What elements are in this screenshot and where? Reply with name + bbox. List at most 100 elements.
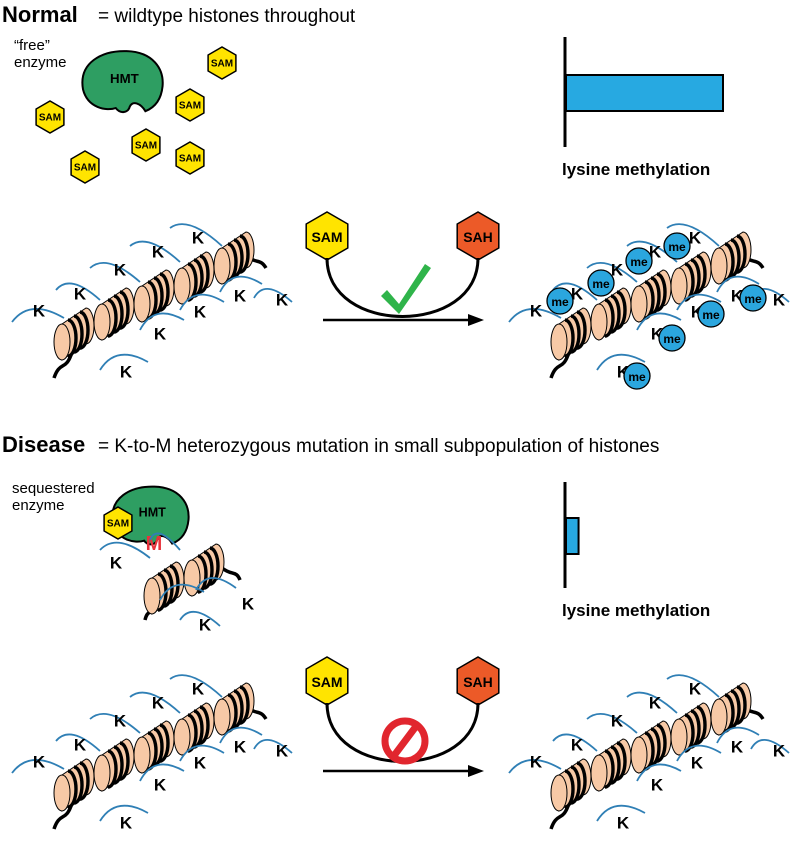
disease-methylation-bar: [563, 482, 580, 588]
disease-title: Disease: [2, 432, 86, 457]
normal-methylation-bar-fill: [565, 74, 724, 112]
reaction-arrow: [323, 765, 484, 777]
normal-methylation-bar: [563, 37, 724, 147]
lysine-label: K: [651, 776, 664, 795]
sah-product: SAH: [456, 211, 500, 261]
normal-enzyme-state: “free” enzyme: [14, 37, 67, 72]
sah-product: SAH: [456, 656, 500, 706]
svg-text:SAM: SAM: [135, 141, 157, 152]
lysine-label: K: [611, 261, 624, 280]
disease-bar-label: lysine methylation: [562, 601, 711, 620]
prohibited-icon: [381, 717, 429, 765]
lysine-label: K: [120, 814, 133, 833]
check-icon: [381, 264, 431, 314]
mutant-nucleosome-pair: K K K: [99, 532, 255, 635]
reaction-arrow: [323, 314, 484, 326]
methyl-mark: me: [587, 269, 615, 297]
lysine-label: K: [731, 738, 744, 757]
sam-molecule: SAM: [175, 141, 205, 175]
lysine-label: K: [120, 363, 133, 382]
lysine-label: K: [530, 302, 543, 321]
lysine-label: K: [33, 302, 46, 321]
svg-text:SAM: SAM: [179, 101, 201, 112]
sam-molecule: SAM: [131, 128, 161, 162]
svg-text:SAM: SAM: [107, 519, 129, 530]
disease-enzyme-state: sequestered enzyme: [12, 480, 95, 515]
svg-text:SAH: SAH: [463, 229, 493, 245]
svg-text:SAM: SAM: [311, 674, 342, 690]
free-enzyme: HMT: [81, 50, 164, 113]
sam-molecule: SAM: [35, 100, 65, 134]
svg-text:SAM: SAM: [311, 229, 342, 245]
disease-subtitle: = K-to-M heterozygous mutation in small …: [98, 436, 660, 457]
svg-text:HMT: HMT: [139, 506, 167, 520]
reaction-arc: [325, 257, 480, 318]
reaction-arc: [325, 702, 480, 763]
svg-text:me: me: [663, 332, 681, 346]
svg-text:me: me: [630, 255, 648, 269]
svg-text:me: me: [744, 292, 762, 306]
lysine-label: K: [154, 325, 167, 344]
methyl-mark: me: [625, 247, 653, 275]
methyl-mark: me: [546, 287, 574, 315]
lysine-label: K: [234, 287, 247, 306]
lysine-label: K: [773, 742, 786, 761]
svg-text:SAM: SAM: [179, 154, 201, 165]
lysine-label: K: [194, 754, 207, 773]
lysine-label: K: [276, 291, 289, 310]
lysine-label: K: [152, 243, 165, 262]
lysine-label: K: [192, 680, 205, 699]
methyl-mark: me: [658, 324, 686, 352]
lysine-label: K: [234, 738, 247, 757]
disease-substrate-chromatin: K K K K K K K K K K: [11, 674, 293, 833]
sam-cofactor: SAM: [305, 211, 349, 261]
svg-text:SAM: SAM: [211, 59, 233, 70]
lysine-label: K: [689, 680, 702, 699]
svg-text:me: me: [702, 308, 720, 322]
lysine-label: K: [691, 754, 704, 773]
methyl-mark: me: [739, 284, 767, 312]
lysine-label: K: [242, 595, 255, 614]
svg-text:me: me: [628, 370, 646, 384]
lysine-label: K: [194, 303, 207, 322]
lysine-label: K: [276, 742, 289, 761]
sam-molecule: SAM: [207, 46, 237, 80]
lysine-label: K: [114, 712, 127, 731]
svg-text:HMT: HMT: [110, 71, 139, 86]
normal-bar-label: lysine methylation: [562, 160, 711, 179]
methyl-mark: me: [623, 362, 651, 390]
lysine-label: K: [617, 814, 630, 833]
lysine-label: K: [154, 776, 167, 795]
lysine-label: K: [571, 736, 584, 755]
sam-molecule: SAM: [70, 150, 100, 184]
svg-text:SAM: SAM: [74, 163, 96, 174]
sam-cofactor: SAM: [305, 656, 349, 706]
lysine-label: K: [199, 616, 212, 635]
normal-title: Normal: [2, 2, 78, 27]
lysine-label: K: [649, 694, 662, 713]
svg-text:me: me: [668, 240, 686, 254]
svg-text:SAH: SAH: [463, 674, 493, 690]
svg-text:me: me: [592, 277, 610, 291]
lysine-label: K: [192, 229, 205, 248]
sam-molecule: SAM: [175, 88, 205, 122]
lysine-label: K: [689, 229, 702, 248]
lysine-label: K: [530, 753, 543, 772]
lysine-label: K: [114, 261, 127, 280]
bound-sam: SAM: [103, 506, 133, 540]
disease-methylation-bar-fill: [565, 517, 580, 555]
lysine-label: K: [110, 554, 123, 573]
svg-text:me: me: [551, 295, 569, 309]
lysine-label: K: [33, 753, 46, 772]
lysine-label: K: [649, 243, 662, 262]
lysine-label: K: [152, 694, 165, 713]
svg-text:SAM: SAM: [39, 113, 61, 124]
lysine-label: K: [571, 285, 584, 304]
lysine-label: K: [773, 291, 786, 310]
lysine-label: K: [74, 736, 87, 755]
normal-subtitle: = wildtype histones throughout: [98, 6, 356, 27]
